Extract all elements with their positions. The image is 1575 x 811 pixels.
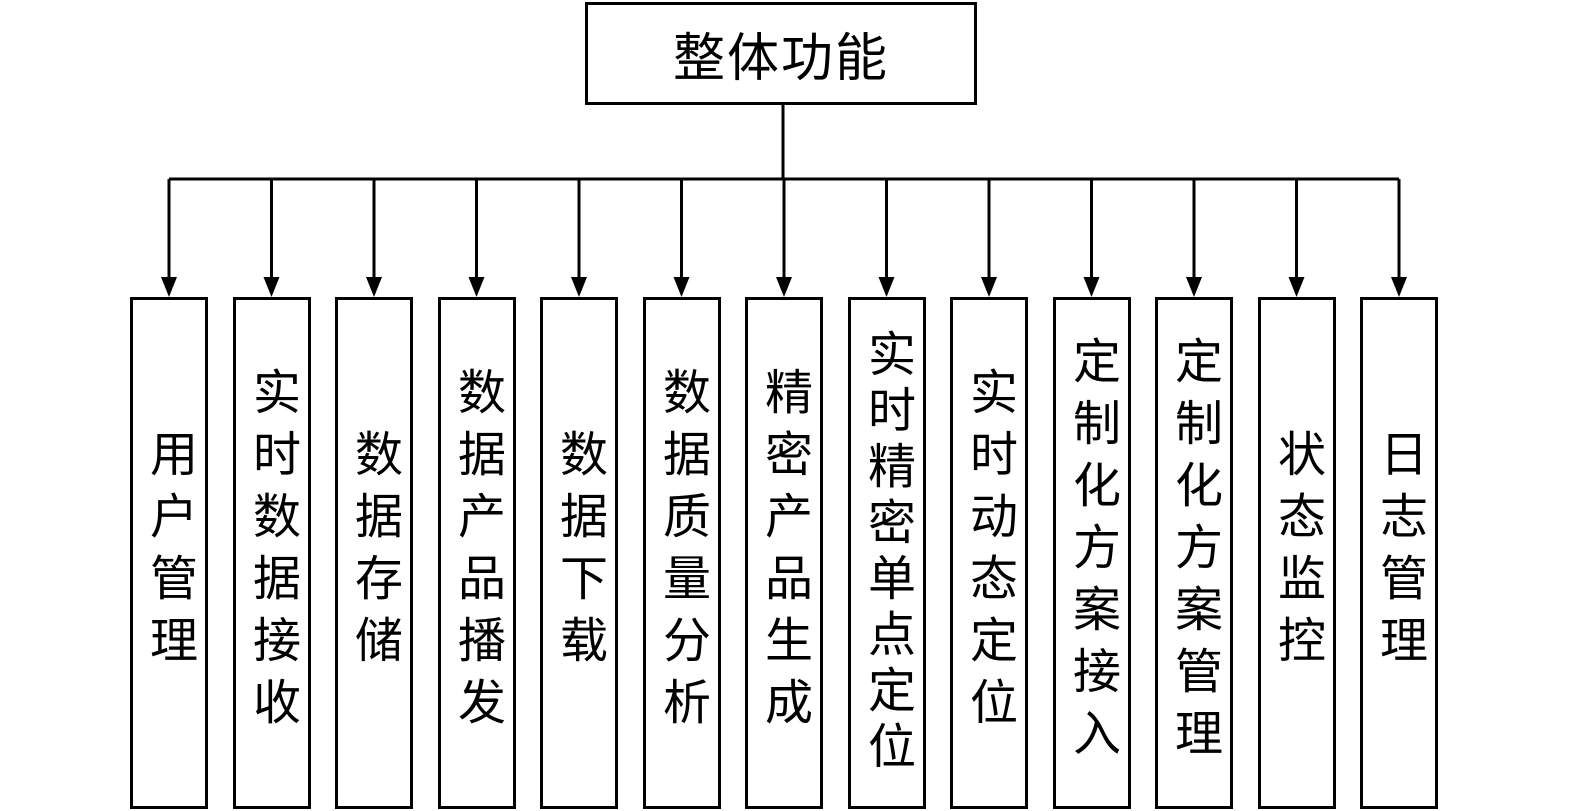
module-box-data-product-broadcast: 数据产品播发 — [438, 297, 516, 809]
module-box-custom-scheme-management: 定制化方案管理 — [1155, 297, 1233, 809]
module-label: 数据下载 — [551, 429, 607, 677]
module-box-status-monitoring: 状态监控 — [1258, 297, 1336, 809]
module-label: 数据存储 — [346, 429, 402, 677]
module-label: 用户管理 — [141, 429, 197, 677]
module-label: 精密产品生成 — [756, 367, 812, 739]
arrowhead-icon — [878, 277, 895, 297]
module-label: 数据产品播发 — [449, 367, 505, 739]
arrowhead-icon — [1391, 277, 1407, 297]
arrowhead-icon — [571, 277, 587, 297]
module-label: 实时动态定位 — [961, 367, 1017, 739]
module-box-precise-product-generation: 精密产品生成 — [745, 297, 823, 809]
module-box-data-quality-analysis: 数据质量分析 — [643, 297, 721, 809]
module-box-log-management: 日志管理 — [1360, 297, 1438, 809]
module-label: 定制化方案接入 — [1064, 336, 1120, 770]
arrowhead-icon — [263, 277, 280, 297]
arrowhead-icon — [981, 277, 997, 297]
module-box-data-download: 数据下载 — [540, 297, 618, 809]
arrowhead-icon — [776, 277, 792, 297]
module-label: 定制化方案管理 — [1166, 336, 1222, 770]
arrowhead-icon — [468, 277, 485, 297]
arrowhead-icon — [161, 277, 177, 297]
arrowhead-icon — [1083, 277, 1100, 297]
module-label: 日志管理 — [1371, 429, 1427, 677]
root-node-label: 整体功能 — [672, 29, 889, 89]
module-label: 实时精密单点定位 — [859, 329, 915, 777]
arrowhead-icon — [1186, 277, 1202, 297]
module-box-realtime-kinematic: 实时动态定位 — [950, 297, 1028, 809]
module-box-realtime-data-receive: 实时数据接收 — [233, 297, 311, 809]
arrowhead-icon — [366, 277, 382, 297]
module-label: 状态监控 — [1269, 429, 1325, 677]
module-box-user-management: 用户管理 — [130, 297, 208, 809]
module-box-data-storage: 数据存储 — [335, 297, 413, 809]
module-box-custom-scheme-access: 定制化方案接入 — [1053, 297, 1131, 809]
root-node-box: 整体功能 — [585, 2, 977, 105]
module-label: 数据质量分析 — [654, 367, 710, 739]
module-box-realtime-ppp: 实时精密单点定位 — [848, 297, 926, 809]
module-label: 实时数据接收 — [244, 367, 300, 739]
arrowhead-icon — [673, 277, 690, 297]
arrowhead-icon — [1288, 277, 1305, 297]
